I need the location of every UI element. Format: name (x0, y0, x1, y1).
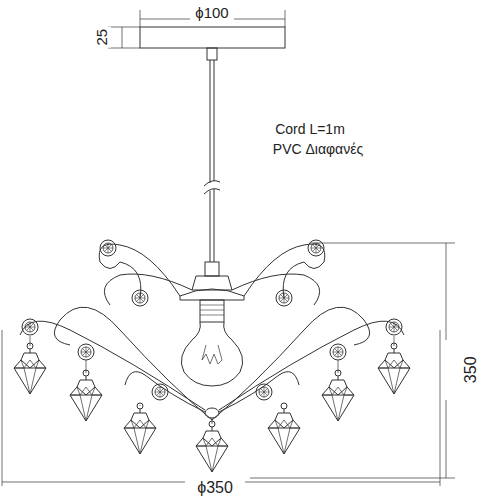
cord-material-note: PVC Διαφανές (271, 142, 365, 157)
height-dimension: 350 (461, 355, 479, 386)
height-dimension: 25 (94, 27, 111, 48)
cord-note: Cord L=1m (273, 122, 347, 137)
diameter-dimension: ϕ100 (193, 5, 230, 22)
diameter-dimension: ϕ350 (195, 479, 235, 497)
